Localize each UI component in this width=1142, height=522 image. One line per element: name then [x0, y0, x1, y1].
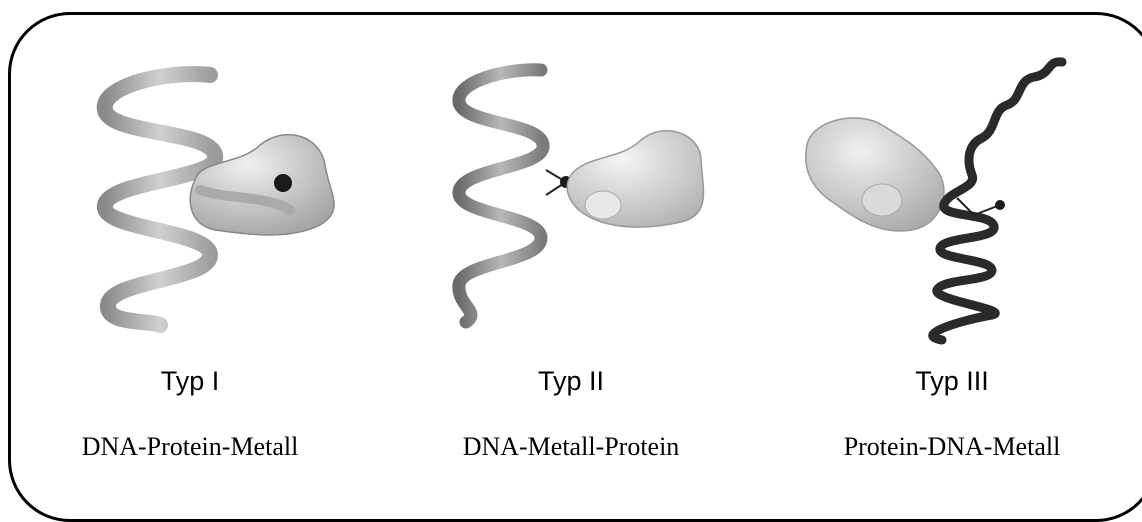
type-label: Typ III	[762, 366, 1142, 397]
metal-atom	[274, 174, 292, 192]
description-label: DNA-Metall-Protein	[381, 432, 761, 462]
description-label: Protein-DNA-Metall	[762, 432, 1142, 462]
typ1-illustration	[0, 50, 380, 350]
panel-typ-1: Typ I DNA-Protein-Metall	[0, 0, 380, 491]
type-label: Typ II	[381, 366, 761, 397]
type-label: Typ I	[0, 366, 380, 397]
description-label: DNA-Protein-Metall	[0, 432, 380, 462]
panel-typ-3: Typ III Protein-DNA-Metall	[762, 0, 1142, 491]
panel-typ-2: Typ II DNA-Metall-Protein	[381, 0, 761, 491]
protein	[567, 131, 703, 227]
metal-atom	[995, 200, 1005, 210]
typ3-illustration	[762, 50, 1142, 350]
dna-helix	[459, 70, 543, 322]
protein	[806, 118, 944, 231]
typ2-illustration	[381, 50, 761, 350]
